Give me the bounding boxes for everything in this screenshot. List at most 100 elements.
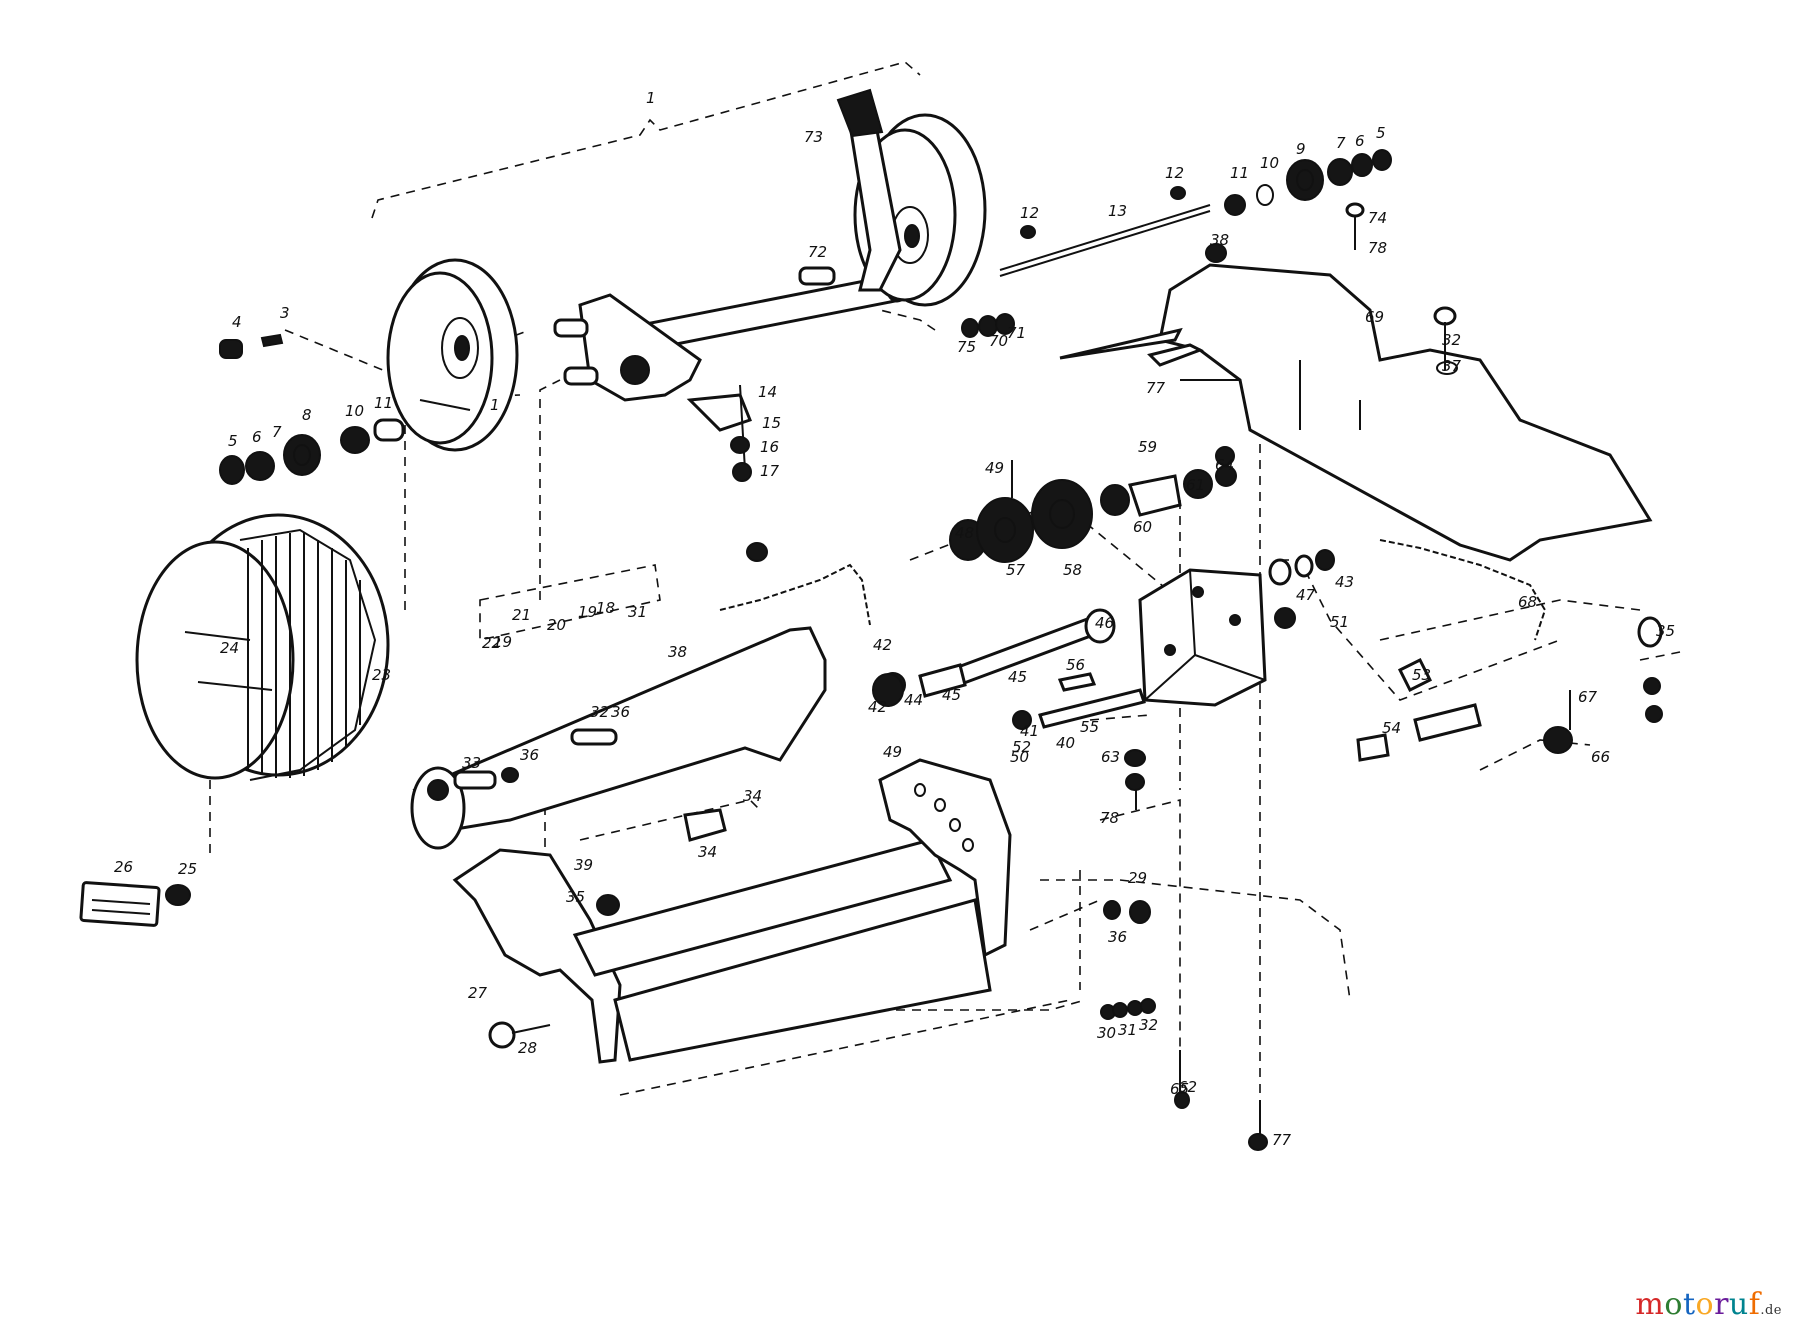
callout: 77 <box>1272 1131 1292 1149</box>
logo-text: motoruf <box>1635 1287 1761 1322</box>
right-bearing-stack <box>1224 149 1392 216</box>
chain-cover-37 <box>410 626 827 850</box>
callout: 16 <box>760 438 779 456</box>
bolt-32-36-top <box>1433 306 1458 375</box>
callout-labels: 1 1 3 4 5 6 7 8 10 11 5 6 7 9 10 11 12 1… <box>114 89 1675 1149</box>
callout: 20 <box>547 616 566 634</box>
callout: 22 <box>482 634 501 652</box>
callout: 36 <box>520 746 539 764</box>
callout: 32 <box>1139 1016 1158 1034</box>
callout: 53 <box>1412 666 1431 684</box>
callout: 35 <box>566 888 585 906</box>
logo-tld: .de <box>1760 1303 1782 1318</box>
callout: 33 <box>462 754 481 772</box>
callout: 28 <box>518 1039 537 1057</box>
callout: 62 <box>1178 1078 1197 1096</box>
axle-bracket <box>553 293 702 402</box>
chain-39 <box>719 542 871 626</box>
callout: 25 <box>178 860 197 878</box>
parts-34-77-78-right <box>1637 616 1663 723</box>
callout: 55 <box>1080 718 1099 736</box>
callout: 32 <box>590 703 609 721</box>
bolt-27 <box>488 1021 551 1049</box>
callout: 67 <box>1578 688 1598 706</box>
callout: 44 <box>904 691 923 709</box>
callout: 60 <box>1133 518 1152 536</box>
callout: 7 <box>1336 134 1346 152</box>
callout: 72 <box>808 243 827 261</box>
housing-66 <box>1059 263 1653 562</box>
callout: 41 <box>1020 722 1039 740</box>
callout: 4 <box>232 313 242 331</box>
bolts-59-60-75 <box>1124 749 1146 810</box>
callout: 26 <box>114 858 133 876</box>
callout: 31 <box>1118 1021 1137 1039</box>
callout: 52 <box>1012 738 1031 756</box>
callout: 31 <box>628 603 647 621</box>
callout: 46 <box>1095 614 1114 632</box>
callout: 64 <box>1215 456 1234 474</box>
brand-logo: motoruf.de <box>1635 1287 1782 1322</box>
callout: 11 <box>1230 164 1249 182</box>
callout: 36 <box>1108 928 1127 946</box>
callout: 6 <box>1355 132 1365 150</box>
callout: 51 <box>1330 613 1349 631</box>
callout: 11 <box>374 394 393 412</box>
callout: 48 <box>955 524 974 542</box>
callout: 6 <box>252 428 262 446</box>
callout: 47 <box>1296 586 1316 604</box>
callout: 43 <box>1335 573 1354 591</box>
callout: 35 <box>1656 622 1675 640</box>
callout: 8 <box>302 406 312 424</box>
callout: 42 <box>873 636 892 654</box>
callout: 24 <box>220 639 239 657</box>
callout: 34 <box>698 843 717 861</box>
callout: 17 <box>760 462 780 480</box>
callout: 1 <box>490 396 500 414</box>
callout: 50 <box>1010 748 1029 766</box>
callout: 36 <box>611 703 630 721</box>
callout: 19 <box>578 603 597 621</box>
callout: 18 <box>596 599 615 617</box>
callout: 59 <box>1138 438 1157 456</box>
callout: 63 <box>1101 748 1120 766</box>
callout: 10 <box>345 402 364 420</box>
callout: 45 <box>1008 668 1027 686</box>
callout: 37 <box>1442 357 1462 375</box>
callout: 21 <box>512 606 531 624</box>
washers-72-67-68 <box>961 313 1015 338</box>
callout: 49 <box>883 743 902 761</box>
callout: 27 <box>468 984 488 1002</box>
gear-set <box>949 446 1237 563</box>
left-wheel-bolt-4 <box>219 333 284 359</box>
callout: 74 <box>1368 209 1387 227</box>
clip-14-15 <box>686 384 752 482</box>
callout: 42 <box>868 698 887 716</box>
callout: 5 <box>228 432 238 450</box>
callout: 10 <box>1260 154 1279 172</box>
callout: 34 <box>743 787 762 805</box>
shaft-13 <box>999 186 1211 277</box>
callout: 12 <box>1020 204 1039 222</box>
parts-45-42-49 <box>1268 549 1335 629</box>
callout: 58 <box>1063 561 1082 579</box>
frame-26 <box>452 758 1012 1064</box>
callout: 77 <box>1146 379 1166 397</box>
callout: 9 <box>1296 140 1306 158</box>
callout: 54 <box>1382 719 1401 737</box>
gear-40-41 <box>872 672 906 707</box>
nuts-28-31 <box>1100 900 1156 1020</box>
callout: 12 <box>1165 164 1184 182</box>
callout: 38 <box>1210 231 1229 249</box>
bolt-62 <box>1174 1050 1190 1109</box>
callout: 71 <box>1007 324 1026 342</box>
nameplate-25 <box>79 881 191 927</box>
callout: 38 <box>668 643 687 661</box>
callout: 29 <box>1128 869 1147 887</box>
rod-52-53 <box>1012 672 1146 730</box>
callout: 57 <box>1006 561 1026 579</box>
callout: 39 <box>574 856 593 874</box>
callout: 66 <box>1591 748 1610 766</box>
roller-drum <box>135 513 390 781</box>
